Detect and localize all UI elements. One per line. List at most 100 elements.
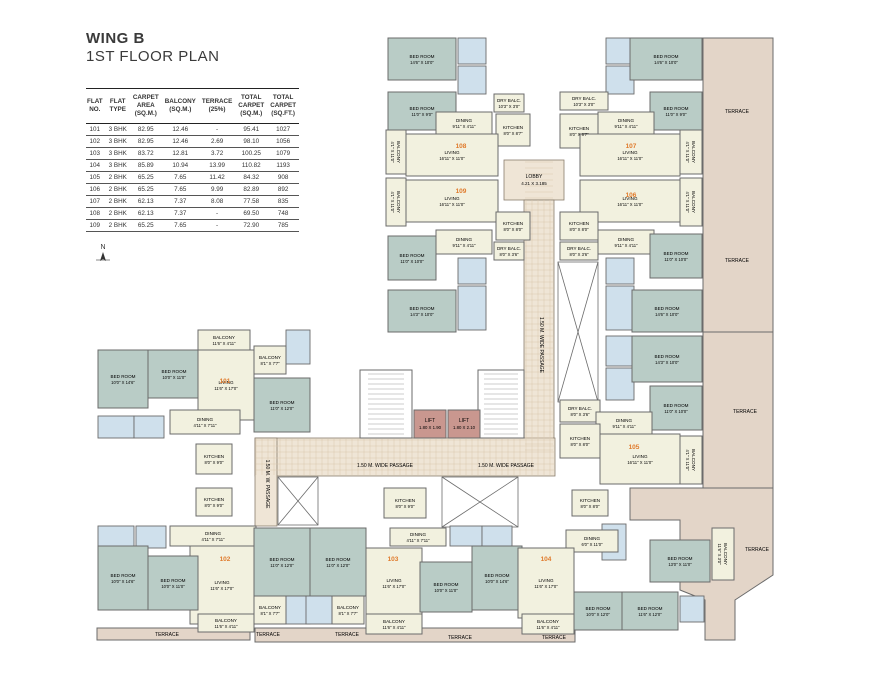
room-dimension: 14'6" X 10'0"	[655, 312, 679, 317]
table-cell: 7.65	[161, 183, 199, 196]
table-cell: 3 BHK	[105, 135, 130, 148]
table-cell: 748	[267, 207, 300, 220]
room-name: BALCONY	[691, 191, 696, 213]
passages	[254, 159, 565, 527]
room-dimension: 10'0" X 14'6"	[485, 579, 509, 584]
room-r108_bed1	[387, 37, 457, 81]
room-r104_din	[565, 529, 619, 553]
room-name: BALCONY	[337, 605, 359, 610]
room-name: BALCONY	[383, 619, 405, 624]
room-r101_balr	[253, 345, 287, 375]
table-cell: 82.89	[235, 183, 268, 196]
table-cell: 98.10	[235, 135, 268, 148]
table-cell: 9.99	[198, 183, 236, 196]
toilet	[449, 525, 483, 547]
room-dimension: 10'3" X 3'0"	[498, 104, 520, 109]
room-name: BED ROOM	[269, 557, 294, 562]
room-r102_bed3	[253, 527, 311, 597]
room-name: BALCONY	[723, 543, 728, 565]
room-dimension: 4'1" X 11'0"	[685, 191, 690, 213]
toilet	[457, 285, 487, 331]
room-dimension: 11'6" X 4'11"	[214, 624, 238, 629]
room-name: KITCHEN	[503, 221, 523, 226]
table-cell: 69.50	[235, 207, 268, 220]
table-cell: 105	[86, 171, 106, 184]
room-r108_kit	[495, 113, 531, 147]
room-dimension: 8'0" X 8'7"	[569, 132, 589, 137]
area-table-col-3: BALCONY(SQ.M.)	[161, 88, 199, 124]
room-name: BED ROOM	[663, 251, 688, 256]
room-dimension: 11'6" X 17'0"	[534, 584, 558, 589]
room-dimension: 11'6" X 4'11"	[382, 625, 406, 630]
room-name: BALCONY	[259, 605, 281, 610]
room-dimension: 6'0" X 11'0"	[581, 542, 603, 547]
floor-plan-title: 1ST FLOOR PLAN	[86, 48, 220, 65]
flat-number-106: 106	[626, 192, 637, 199]
north-arrow-icon	[96, 252, 110, 261]
table-cell: 785	[267, 219, 300, 232]
terrace-top-right	[702, 37, 774, 333]
room-dimension: 10'0" X 14'6"	[111, 579, 135, 584]
room-dimension: 8'0" X 3'6"	[499, 252, 519, 257]
room-name: KITCHEN	[569, 126, 589, 131]
table-cell: 82.95	[129, 123, 162, 136]
table-cell: 72.90	[235, 219, 268, 232]
terrace-label-2: TERRACE	[725, 258, 750, 264]
room-name: DINING	[456, 118, 473, 123]
room-dimension: 14'3" X 10'0"	[410, 312, 434, 317]
room-name: DINING	[618, 237, 635, 242]
room-name: KITCHEN	[569, 221, 589, 226]
room-r101_din	[169, 409, 241, 435]
room-r109_bed1	[387, 235, 437, 281]
room-label: DRY BALC.8'0" X 3'6"	[568, 406, 592, 417]
lift-2-dim: 1.80 X 2.10	[453, 425, 476, 430]
room-label: DRY BALC.10'3" X 3'0"	[572, 96, 596, 107]
lift-1-dim: 1.80 X 1.90	[419, 425, 442, 430]
room-dimension: 11'6" X 4'11"	[536, 625, 560, 630]
room-dimension: 11'0" X 12'0"	[326, 563, 350, 568]
room-r101_liv	[197, 349, 255, 421]
terrace-label-9: TERRACE	[542, 635, 567, 641]
room-r103_bed1	[419, 561, 473, 613]
lift-1	[413, 409, 447, 439]
table-cell: -	[198, 207, 236, 220]
room-dimension: 10'0" X 11'0"	[434, 588, 458, 593]
room-name: KITCHEN	[580, 498, 600, 503]
room-dimension: 4'1" X 11'0"	[390, 141, 395, 163]
table-cell: 100.25	[235, 147, 268, 160]
room-r104_bed1	[649, 539, 711, 583]
room-dimension: 8'0" X 8'0"	[503, 227, 523, 232]
room-r109_dry	[493, 241, 525, 261]
table-cell: 1193	[267, 159, 300, 172]
left-vertical-passage	[254, 437, 278, 527]
table-cell: 82.95	[129, 135, 162, 148]
room-r109_kit	[495, 211, 531, 241]
table-cell: 83.72	[129, 147, 162, 160]
room-dimension: 14'6" X 10'0"	[654, 60, 678, 65]
room-r107_dry	[559, 91, 609, 111]
room-name: KITCHEN	[570, 436, 590, 441]
room-r101_bed2	[147, 349, 201, 399]
room-name: DINING	[205, 531, 222, 536]
room-name: KITCHEN	[503, 125, 523, 130]
table-cell: 62.13	[129, 195, 162, 208]
